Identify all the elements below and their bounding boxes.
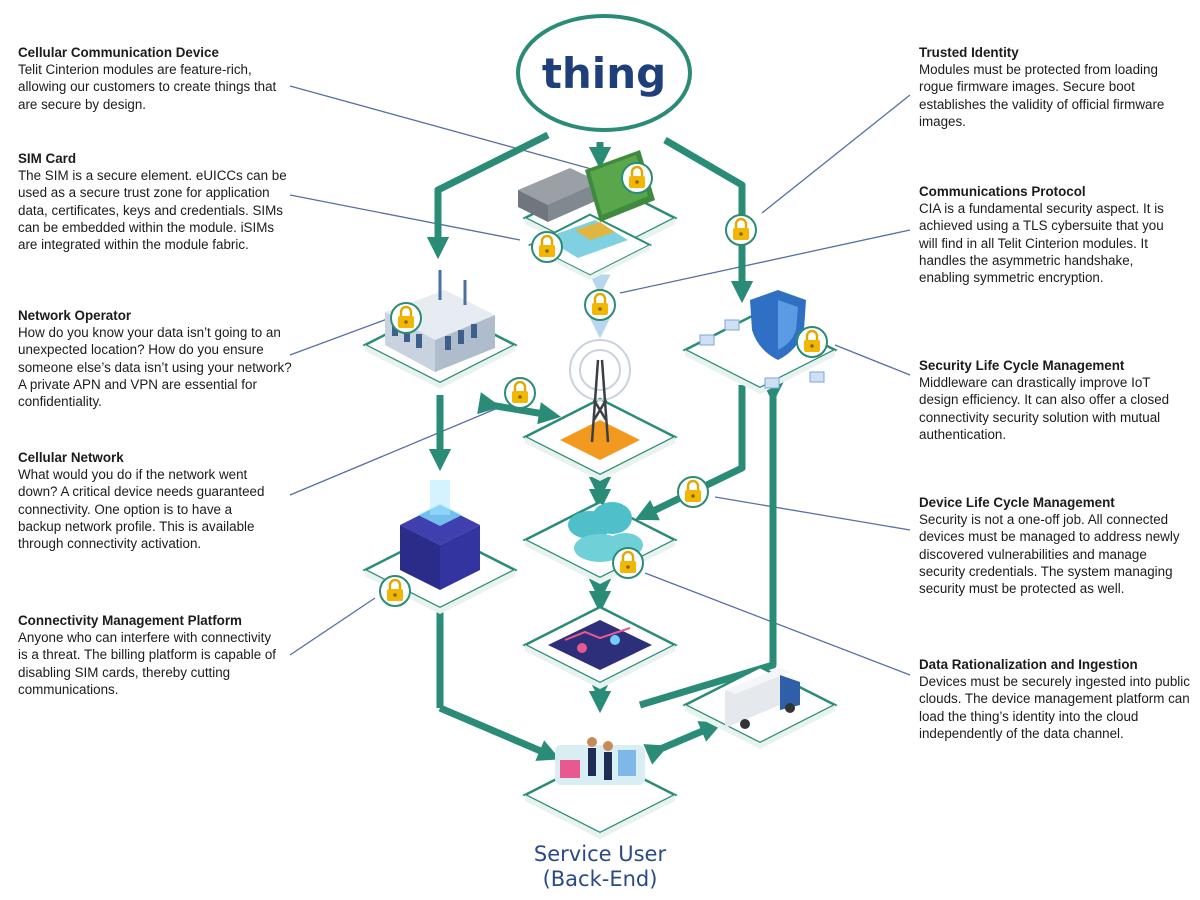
annotation-text: Devices must be securely ingested into p… [919,674,1190,741]
annotation-title: Security Life Cycle Management [919,358,1125,373]
padlock-icon [583,288,617,322]
dashboard-icon [548,620,652,670]
server-cube-icon [400,480,480,590]
annotation-title: SIM Card [18,151,77,166]
annotation-title: Communications Protocol [919,184,1086,199]
annotation-text: The SIM is a secure element. eUICCs can … [18,168,287,253]
annotation-network-operator: Network Operator How do you know your da… [18,307,294,410]
padlock-icon [676,475,710,509]
annotation-title: Network Operator [18,308,132,323]
annotation-text: Security is not a one-off job. All conne… [919,512,1180,597]
annotation-sim-card: SIM Card The SIM is a secure element. eU… [18,150,290,253]
cell-tower-icon [560,339,640,460]
annotation-title: Cellular Network [18,450,124,465]
annotation-text: CIA is a fundamental security aspect. It… [919,201,1164,286]
padlock-icon [620,161,654,195]
padlock-icon [503,376,537,410]
padlock-icon [530,230,564,264]
annotation-title: Connectivity Management Platform [18,613,242,628]
annotation-cellular-network: Cellular Network What would you do if th… [18,449,276,552]
padlock-icon [378,574,412,608]
truck-icon [725,668,800,729]
annotation-text: Anyone who can interfere with connectivi… [18,630,277,697]
annotation-trusted-identity: Trusted Identity Modules must be protect… [919,44,1181,130]
annotation-device-lifecycle: Device Life Cycle Management Security is… [919,494,1181,597]
annotation-text: Modules must be protected from loading r… [919,62,1165,129]
annotation-title: Trusted Identity [919,45,1019,60]
annotation-connectivity-platform: Connectivity Management Platform Anyone … [18,612,278,698]
annotation-title: Cellular Communication Device [18,45,219,60]
annotation-cellular-device: Cellular Communication Device Telit Cint… [18,44,296,113]
service-user-line1: Service User [533,842,667,866]
service-user-label: Service User (Back-End) [500,842,700,892]
annotation-title: Data Rationalization and Ingestion [919,657,1138,672]
annotation-text: Middleware can drastically improve IoT d… [919,375,1170,442]
sim-card-icon [545,220,628,258]
annotation-data-ingestion: Data Rationalization and Ingestion Devic… [919,656,1191,742]
service-user-line2: (Back-End) [542,867,658,891]
thing-label: thing [542,49,666,98]
padlock-icon [795,325,829,359]
shield-icon [699,290,825,389]
padlock-icon [724,213,758,247]
thing-ellipse [516,14,692,132]
annotation-communications-protocol: Communications Protocol CIA is a fundame… [919,183,1181,286]
padlock-icon [611,546,645,580]
annotation-title: Device Life Cycle Management [919,495,1115,510]
business-people-icon [555,737,645,785]
leader-lines [289,85,911,676]
annotation-text: Telit Cinterion modules are feature-rich… [18,62,277,112]
cloud-icon [568,502,643,562]
flow-arrows [426,131,785,765]
annotation-text: How do you know your data isn’t going to… [18,325,292,410]
annotation-text: What would you do if the network went do… [18,467,265,552]
padlock-icon [389,301,423,335]
annotation-security-lifecycle: Security Life Cycle Management Middlewar… [919,357,1189,443]
